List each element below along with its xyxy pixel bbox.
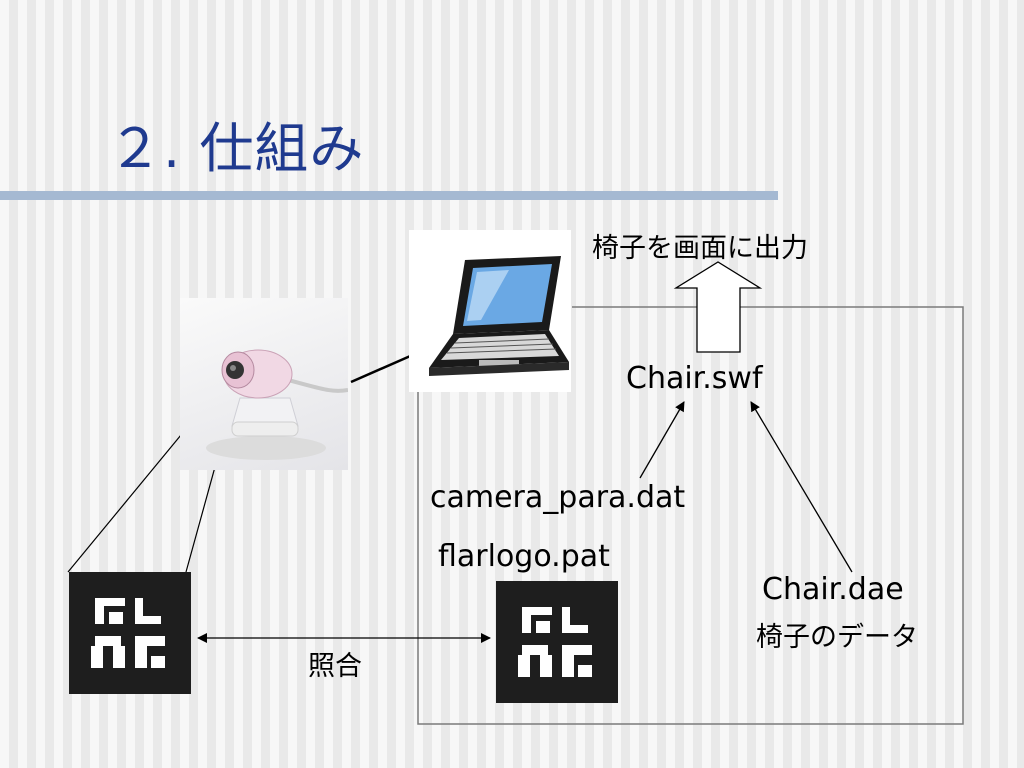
output-label: 椅子を画面に出力 <box>592 233 808 264</box>
laptop-image <box>409 230 571 392</box>
dae-label: Chair.dae <box>762 572 904 607</box>
title-underline <box>0 191 778 200</box>
laptop-icon <box>429 256 569 376</box>
dae-to-swf-arrow <box>750 401 853 573</box>
swf-label: Chair.swf <box>626 361 763 396</box>
matching-label: 照合 <box>308 651 362 682</box>
chair-data-label: 椅子のデータ <box>756 622 918 653</box>
param-to-swf-arrow <box>639 401 685 479</box>
output-block-arrow <box>673 261 763 353</box>
pattern-label: flarlogo.pat <box>438 539 610 574</box>
flar-marker-icon <box>518 607 592 677</box>
ar-marker-camera <box>69 572 191 694</box>
slide-title: ２. 仕組み <box>108 117 365 180</box>
ar-marker-pattern <box>496 581 618 703</box>
camera-param-label: camera_para.dat <box>430 480 686 515</box>
flar-marker-icon <box>91 598 165 668</box>
webcam-icon <box>206 349 349 460</box>
webcam-image <box>180 298 349 470</box>
system-boundary-box <box>417 306 964 725</box>
